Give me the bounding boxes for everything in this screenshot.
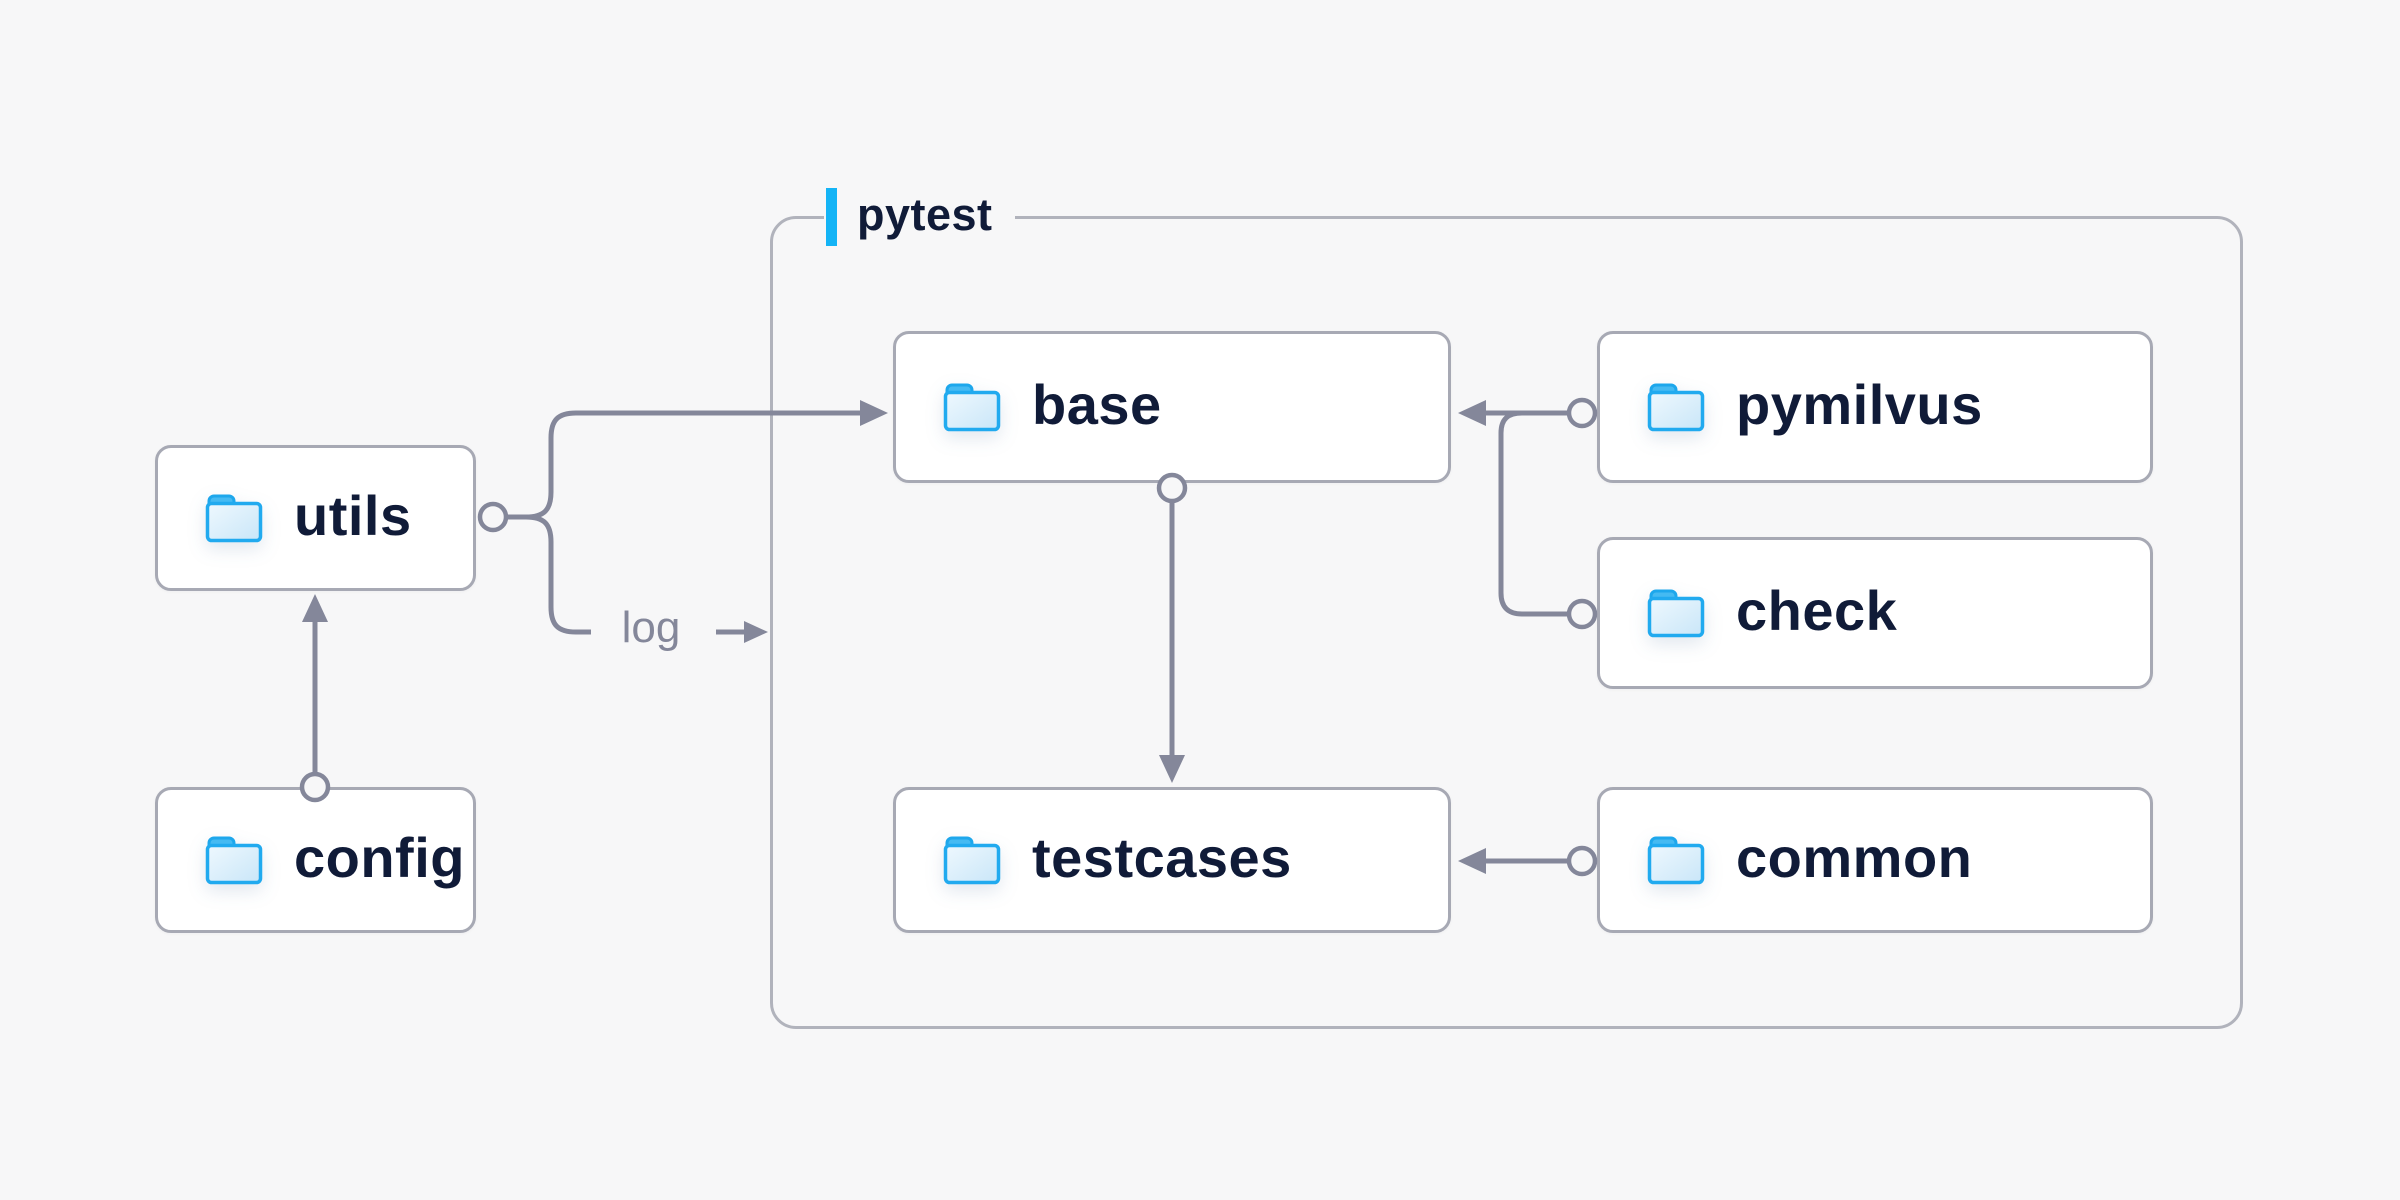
accent-bar <box>826 188 837 246</box>
node-common[interactable]: common <box>1597 787 2153 933</box>
node-label: common <box>1736 826 1973 889</box>
node-utils[interactable]: utils <box>155 445 476 591</box>
node-check[interactable]: check <box>1597 537 2153 689</box>
folder-icon <box>1647 383 1705 432</box>
edge-label-log: log <box>621 603 681 652</box>
node-label: check <box>1736 579 1898 642</box>
node-pymilvus[interactable]: pymilvus <box>1597 331 2153 483</box>
pytest-group-title: pytest <box>857 188 993 240</box>
node-config[interactable]: config <box>155 787 476 933</box>
arrowhead-right-log <box>744 621 768 643</box>
node-base[interactable]: base <box>893 331 1451 483</box>
folder-icon <box>1647 836 1705 885</box>
node-testcases[interactable]: testcases <box>893 787 1451 933</box>
pytest-group-container <box>770 216 2243 1029</box>
node-label: base <box>1032 373 1162 436</box>
pytest-group-label: pytest <box>824 187 1015 247</box>
edge-utils-log <box>508 514 591 635</box>
arrowhead-up-utils <box>302 594 328 622</box>
node-label: pymilvus <box>1736 373 1983 436</box>
folder-icon <box>1647 589 1705 638</box>
folder-icon <box>943 836 1001 885</box>
node-label: config <box>294 826 465 889</box>
folder-icon <box>943 383 1001 432</box>
folder-icon <box>205 494 263 543</box>
folder-icon <box>205 836 263 885</box>
port-utils-right <box>477 501 509 533</box>
node-label: utils <box>294 484 412 547</box>
node-label: testcases <box>1032 826 1292 889</box>
